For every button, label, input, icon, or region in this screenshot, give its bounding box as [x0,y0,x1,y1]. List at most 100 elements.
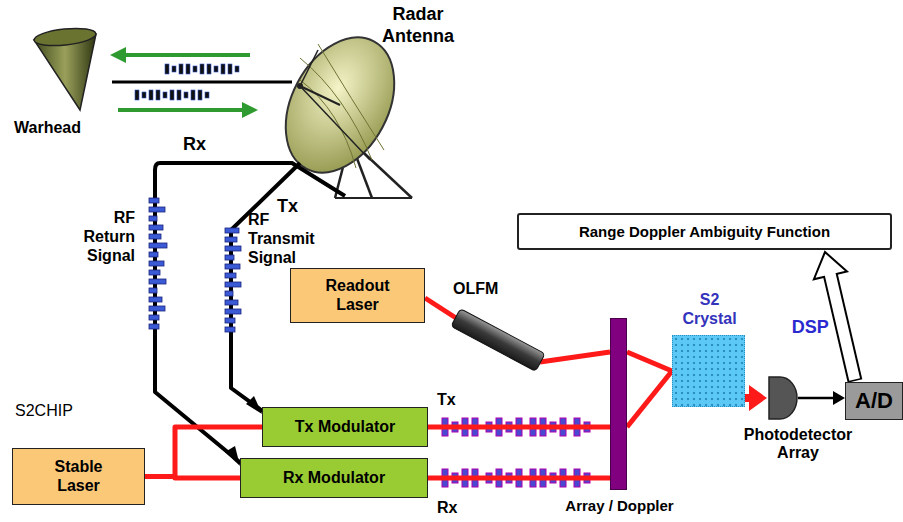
node-label: Readout Laser [316,277,400,314]
signal-block [149,261,164,266]
arrowhead [749,385,767,411]
signal-block [149,306,165,311]
chip-panel: S2CHIPReadout LaserOLFMStable LaserTx Mo… [5,250,840,518]
node-label: Stable Laser [37,458,121,495]
radar-antenna-icon [264,19,416,198]
olfm-modulator: OLFM [448,308,548,372]
rf-pulse [156,90,160,100]
connector-line [425,298,456,318]
panel-shape [6,251,839,517]
connector-line [540,352,610,362]
signal-block [149,297,162,302]
rf-pulse [191,90,195,100]
laser-box: Stable Laser [12,448,145,505]
adc-box: A/D [845,382,903,420]
signal-block [225,237,237,242]
rf-pulse [135,90,139,100]
rf-pulse [193,66,197,72]
signal-block [225,255,234,260]
rf-pulse [172,66,176,72]
connector-line [798,397,834,400]
rf-pulse [221,64,225,74]
signal-name: Tx [437,390,456,409]
photodetector-shape [768,376,798,420]
node-label: Rx Modulator [283,469,385,487]
node-label: OLFM [453,280,498,298]
signal-block [225,282,241,287]
signal-name: Tx [277,196,298,218]
signal-block [225,291,233,296]
arrowhead [833,391,845,405]
signal-block [149,315,159,320]
signal-block [149,234,161,239]
signal-block [225,300,238,305]
signal-block [225,273,236,278]
arrow-body [830,273,855,379]
olfm-cylinder [448,308,548,372]
connector [814,252,855,381]
signal-block [149,207,165,212]
connector-line [145,477,240,479]
warhead-icon [33,26,96,110]
signal-block [225,309,241,314]
signal-block [149,216,157,221]
rf-pulse [235,66,239,72]
rf-pulse [214,66,218,72]
rf-pulse [200,64,204,74]
connector-line [627,371,672,427]
connector [627,352,672,427]
signal-block [225,246,241,251]
signal-label: RF Transmit Signal [248,210,324,268]
signal-block [149,198,159,203]
radar-beams [110,47,292,118]
signal-block [149,324,159,329]
node-label: Tx Modulator [295,418,395,436]
signal-block [149,279,166,284]
node-label: Array / Doppler [565,497,673,514]
rf-pulse [198,90,202,100]
signal-block [225,228,239,233]
modulator-box: Tx Modulator [262,407,428,447]
rf-pulse [184,92,188,98]
rf-pulse [179,64,183,74]
signal-block [225,264,240,269]
signal-block [149,243,167,248]
rf-pulse [205,92,209,98]
rf-arrowhead [246,396,262,414]
antenna-label: Radar Antenna [372,4,464,47]
connector [798,391,845,405]
rf-pulse [170,90,174,100]
connector-line [428,476,610,481]
s2-crystal: S2 Crystal [672,335,745,407]
signal-block [149,270,160,275]
connector-line [627,352,672,371]
connector [428,478,610,479]
signal-block [149,225,163,230]
signal-block [149,288,157,293]
rf-pulse [177,90,181,100]
modulator-box: Rx Modulator [240,458,428,498]
output-box: Range Doppler Ambiguity Function [517,213,892,250]
connector [745,385,767,411]
node-label: Photodetector Array [723,426,873,463]
rf-arrowhead [225,446,240,466]
laser-box: Readout Laser [290,268,425,323]
signal-block [225,327,235,332]
signal-block [149,252,158,257]
node-label: A/D [855,388,893,413]
connector [425,298,456,318]
rf-pulse [207,64,211,74]
connector-line [428,425,610,430]
rf-pulse [142,92,146,98]
rf-pulse [228,64,232,74]
connector [540,352,610,362]
signal-name: Rx [437,498,457,517]
node-label: S2CHIP [15,402,73,420]
signal-label: RF Return Signal [73,208,135,266]
node-label: Range Doppler Ambiguity Function [579,223,830,240]
node-label: S2 Crystal [679,291,741,328]
rf-pulse [149,90,153,100]
